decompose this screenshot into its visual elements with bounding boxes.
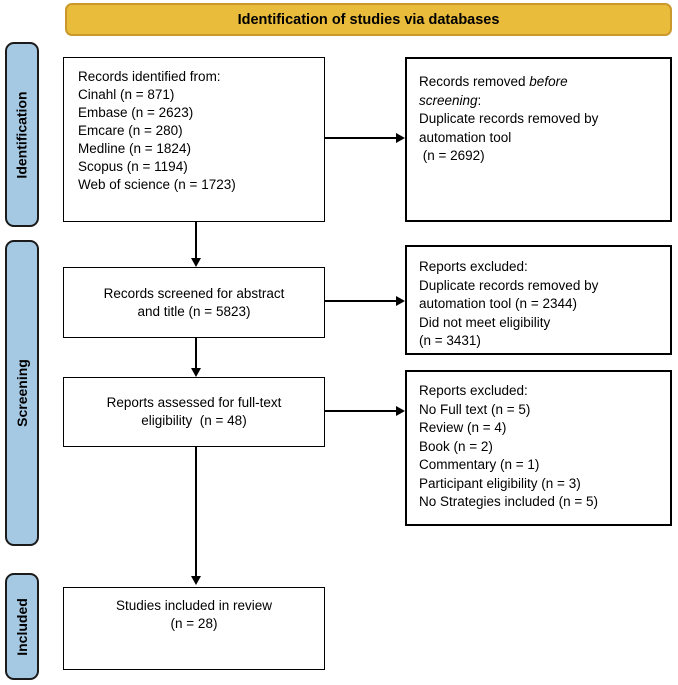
title-italic: before	[529, 74, 568, 89]
stage-label-text: Identification	[14, 90, 30, 179]
text-line: Did not meet eligibility	[419, 314, 551, 330]
box-text: Duplicate records removed by automation t…	[419, 110, 662, 166]
box-text: Reports excluded: Duplicate records remov…	[419, 258, 662, 351]
box-records-removed-before-screening: Records removed before screening: Duplic…	[405, 57, 672, 222]
arrow-assessed-to-included	[195, 447, 197, 576]
arrow-screened-to-excluded	[325, 300, 396, 302]
text-line: Book (n = 2)	[419, 438, 493, 454]
text-line: Medline (n = 1824)	[78, 141, 191, 156]
text-line: (n = 2692)	[419, 148, 485, 163]
text-line: Reports excluded:	[419, 259, 528, 274]
box-text: Reports assessed for full-text eligibilit…	[107, 394, 282, 430]
text-line: (n = 28)	[170, 616, 218, 631]
text-line: Records screened for abstract	[103, 285, 285, 301]
text-line: No Strategies included (n = 5)	[419, 494, 598, 509]
box-reports-excluded-screening: Reports excluded: Duplicate records remov…	[405, 245, 672, 355]
arrow-identified-to-removed	[325, 137, 396, 139]
box-records-screened: Records screened for abstract and title (…	[63, 267, 325, 338]
box-reports-excluded-fulltext: Reports excluded: No Full text (n = 5) Rev…	[405, 370, 672, 526]
text-line: (n = 3431)	[419, 333, 481, 348]
text-line: Reports assessed for full-text	[106, 395, 282, 410]
text-line: automation tool	[419, 129, 512, 145]
text-line: Reports excluded:	[419, 383, 528, 398]
stage-label-text: Screening	[14, 359, 31, 427]
text-line: Participant eligibility (n = 3)	[419, 475, 581, 491]
stage-label-identification: Identification	[5, 42, 39, 227]
box-text: Studies included in review (n = 28)	[64, 597, 324, 633]
text-line: No Full text (n = 5)	[419, 401, 531, 417]
box-text: Reports excluded: No Full text (n = 5) Rev…	[419, 382, 662, 512]
text-line: Duplicate records removed by	[419, 277, 599, 293]
text-line: Cinahl (n = 871)	[78, 87, 175, 102]
stage-label-text: Included	[14, 597, 30, 656]
stage-label-screening: Screening	[5, 240, 39, 546]
text-line: Scopus (n = 1194)	[78, 159, 188, 174]
text-line: Emcare (n = 280)	[78, 123, 183, 138]
text-line: Embase (n = 2623)	[78, 105, 194, 120]
arrow-screened-to-assessed	[195, 338, 197, 368]
text-line: Commentary (n = 1)	[419, 457, 540, 472]
box-text: Records identified from: Cinahl (n = 871)…	[78, 68, 316, 194]
text-line: Web of science (n = 1723)	[78, 177, 236, 192]
banner-title: Identification of studies via databases	[237, 11, 500, 28]
box-reports-assessed: Reports assessed for full-text eligibilit…	[63, 377, 325, 447]
text-line: Studies included in review	[115, 598, 273, 613]
arrow-assessed-to-excluded	[325, 410, 396, 412]
text-line: screening:	[419, 92, 662, 111]
text-line: eligibility (n = 48)	[141, 413, 247, 428]
box-studies-included: Studies included in review (n = 28)	[63, 587, 325, 670]
stage-label-included: Included	[5, 573, 39, 680]
title-italic: screening	[419, 92, 478, 108]
text-line: Records identified from:	[78, 69, 221, 84]
text-line: and title (n = 5823)	[137, 303, 251, 319]
arrow-identified-to-screened	[195, 222, 197, 258]
box-text: Records screened for abstract and title (…	[104, 285, 285, 321]
title-normal: Records removed	[419, 74, 530, 89]
banner-identification-via-databases: Identification of studies via databases	[65, 3, 672, 36]
box-records-identified: Records identified from: Cinahl (n = 871)…	[63, 57, 325, 222]
text-line: Review (n = 4)	[419, 420, 507, 435]
text-line: Duplicate records removed by	[419, 111, 599, 126]
text-line: automation tool (n = 2344)	[419, 296, 577, 311]
title-colon: :	[477, 92, 482, 108]
text-line: Records removed before	[419, 73, 662, 92]
